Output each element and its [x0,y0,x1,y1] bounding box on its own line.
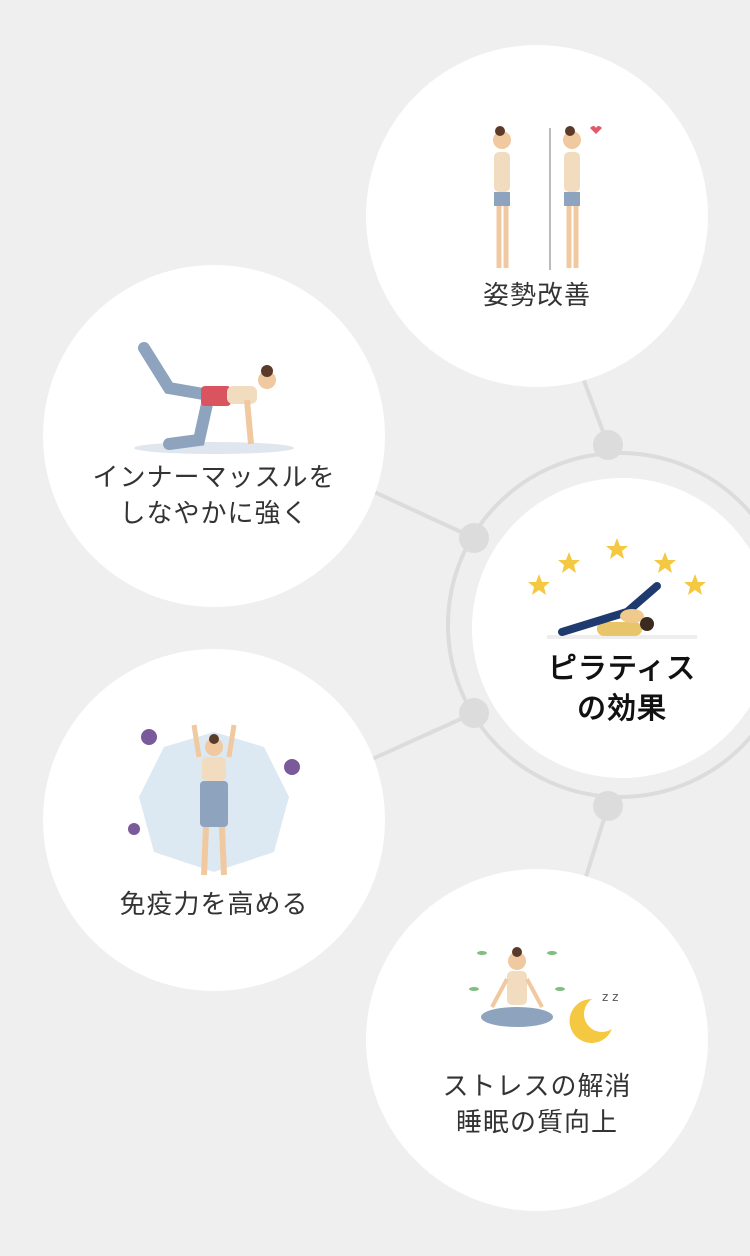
heart-icon [590,126,602,134]
meditation-sleep-illustration: z z [469,947,618,1043]
posture-improvement-illustration [493,126,602,270]
connector-node [593,430,623,460]
benefit-circle-stress-sleep: z z ストレスの解消 睡眠の質向上 [366,869,708,1211]
benefit-label: ストレスの解消 睡眠の質向上 [442,1072,632,1138]
benefit-circle-inner-muscle: インナーマッスルを しなやかに強く [43,265,385,607]
immunity-shield-illustration [128,724,300,876]
moon-icon [569,998,612,1043]
benefit-label: インナーマッスルを しなやかに強く [92,463,336,529]
benefit-label: 姿勢改善 [482,281,591,311]
center-title: ピラティス の効果 [547,651,697,725]
connector-line [369,711,475,762]
benefit-circle-immunity: 免疫力を高める [43,649,385,991]
connector-node [593,791,623,821]
kneeling-leg-lift-illustration [134,342,294,454]
center-circle: ピラティス の効果 [472,478,750,778]
virus-icon [128,729,300,835]
connector-line [369,488,475,540]
star-icon [528,538,706,595]
benefit-label: 免疫力を高める [119,890,309,920]
connector-node [459,523,489,553]
pilates-pose-illustration [528,538,706,639]
benefit-circle-posture: 姿勢改善 [366,45,708,387]
svg-text:z z: z z [602,990,618,1004]
connector-node [459,698,489,728]
